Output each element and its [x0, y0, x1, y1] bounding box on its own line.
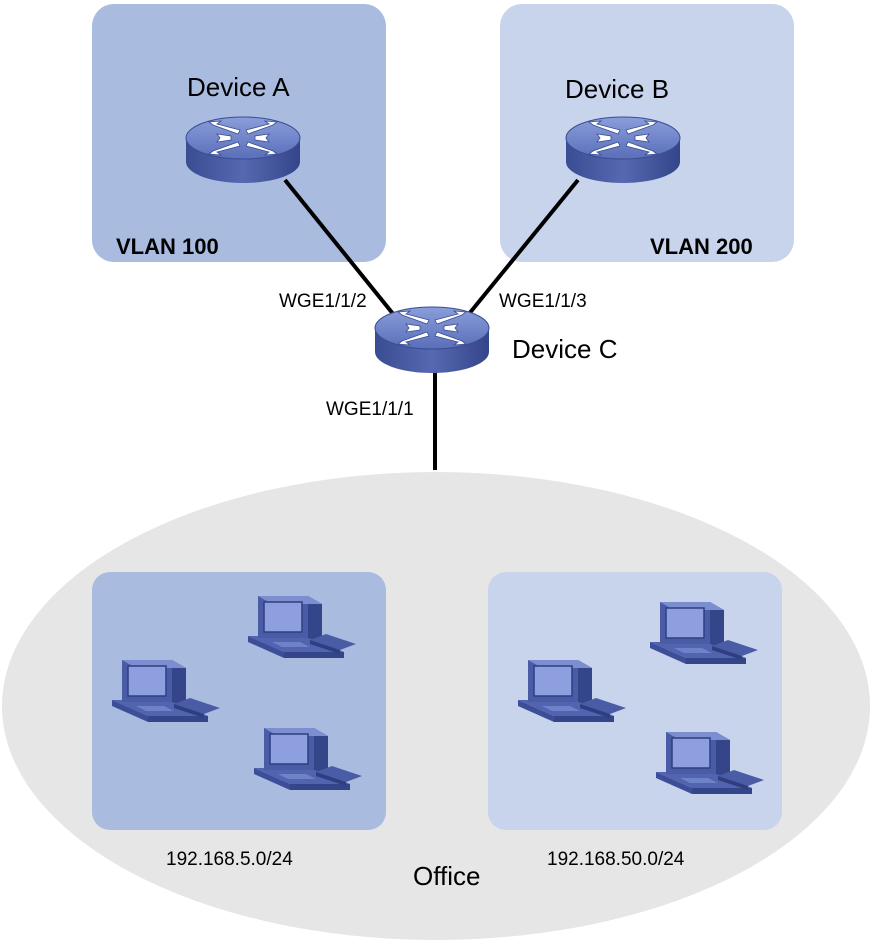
link-a-c	[283, 178, 400, 322]
device-b-label: Device B	[565, 74, 670, 104]
device-c-label: Device C	[512, 334, 618, 364]
port-wge1-1-2-label: WGE1/1/2	[279, 291, 367, 312]
port-wge1-1-1-label: WGE1/1/1	[326, 399, 414, 420]
switch-icon[interactable]	[185, 116, 301, 184]
subnet-right-label: 192.168.50.0/24	[547, 849, 685, 870]
vlan-100-label: VLAN 100	[116, 234, 219, 259]
switch-icon[interactable]	[374, 306, 490, 374]
port-wge1-1-3-label: WGE1/1/3	[499, 291, 587, 312]
office-label: Office	[413, 861, 481, 891]
switch-icon[interactable]	[565, 116, 681, 184]
link-b-c	[462, 178, 580, 322]
subnet-left-label: 192.168.5.0/24	[166, 849, 293, 870]
vlan-200-label: VLAN 200	[650, 234, 753, 259]
device-a-label: Device A	[187, 72, 290, 102]
